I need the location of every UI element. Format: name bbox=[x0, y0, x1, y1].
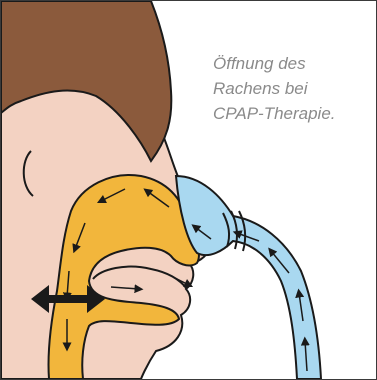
caption-line-1: Öffnung des bbox=[213, 51, 373, 76]
cpap-tube bbox=[176, 176, 321, 379]
caption-line-2: Rachens bei bbox=[213, 76, 373, 101]
caption-line-3: CPAP-Therapie. bbox=[213, 101, 373, 126]
caption: Öffnung des Rachens bei CPAP-Therapie. bbox=[213, 51, 373, 126]
